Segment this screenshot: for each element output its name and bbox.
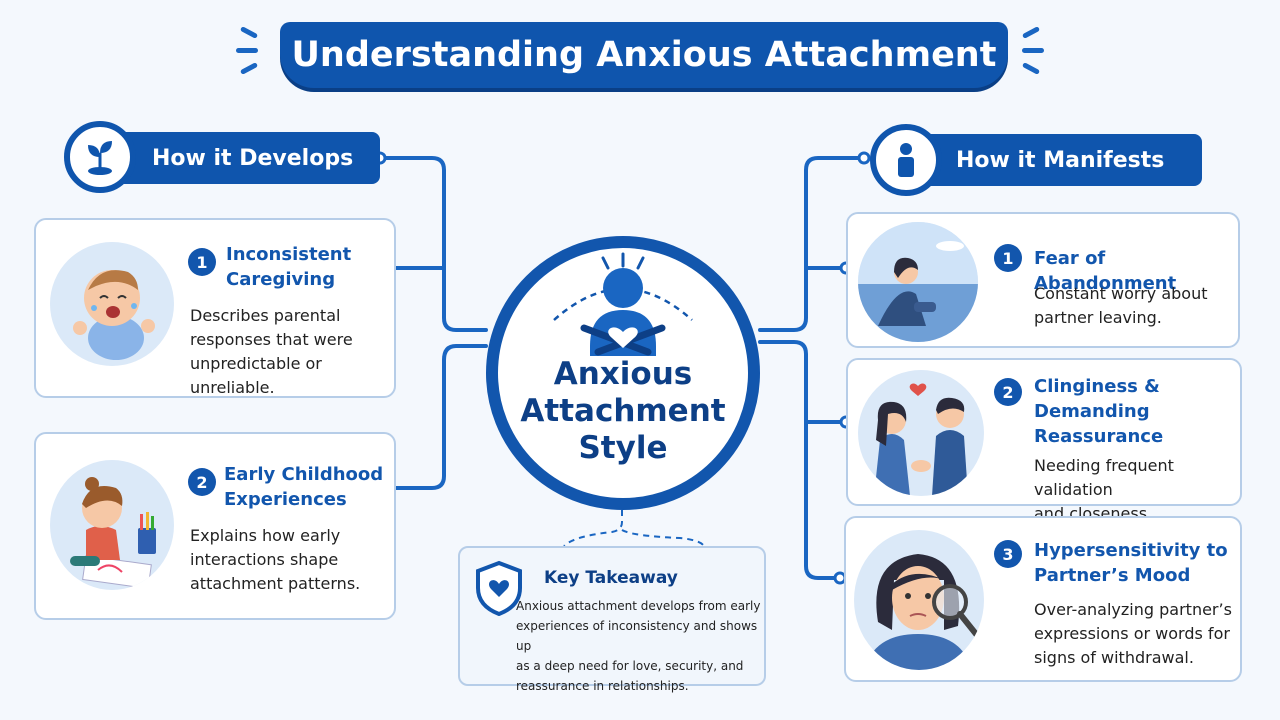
step-number-badge: 1 — [188, 248, 216, 276]
manifests-card-3: 3 Hypersensitivity to Partner’s Mood Ove… — [844, 516, 1242, 682]
couple-holding-hands-illustration — [858, 370, 984, 496]
title-banner: Understanding Anxious Attachment — [280, 22, 1008, 88]
self-hug-heart-icon — [553, 252, 693, 356]
step-number-badge: 2 — [188, 468, 216, 496]
card-title: Clinginess & Demanding Reassurance — [1034, 376, 1164, 447]
card-title: Early Childhood Experiences — [224, 464, 384, 510]
manifests-card-2: 2 Clinginess & Demanding Reassurance Nee… — [846, 358, 1242, 523]
banner-ray — [1022, 48, 1044, 53]
key-takeaway-box: Key Takeaway Anxious attachment develops… — [458, 546, 766, 693]
sprout-icon — [64, 121, 136, 193]
card-title: Inconsistent Caregiving — [226, 244, 352, 290]
card-description: Explains how early interactions shape at… — [190, 526, 361, 593]
card-title: Hypersensitivity to Partner’s Mood — [1034, 540, 1228, 586]
step-number-badge: 1 — [994, 244, 1022, 272]
crying-baby-illustration — [50, 242, 174, 366]
step-number-badge: 3 — [994, 540, 1022, 568]
develops-header: How it Develops — [100, 132, 380, 184]
shield-heart-icon — [476, 560, 522, 616]
lonely-person-sea-illustration — [858, 222, 978, 342]
manifests-card-1: 1 Fear of Abandonment Constant worry abo… — [846, 212, 1240, 348]
develops-card-1: 1 Inconsistent Caregiving Describes pare… — [34, 218, 396, 398]
card-title: Fear of Abandonment — [1034, 248, 1177, 294]
card-description: Describes parental responses that were u… — [190, 306, 353, 397]
person-icon — [870, 124, 942, 196]
central-topic: Anxious Attachment Style — [486, 236, 760, 510]
central-topic-label: Anxious Attachment Style — [520, 356, 726, 466]
person-magnifier-illustration — [854, 530, 984, 670]
banner-ray — [236, 48, 258, 53]
manifests-header: How it Manifests — [904, 134, 1202, 186]
key-takeaway-text: Anxious attachment develops from early e… — [516, 599, 761, 693]
card-description: Constant worry about partner leaving. — [1034, 284, 1208, 327]
develops-header-label: How it Develops — [152, 145, 354, 171]
child-drawing-illustration — [50, 460, 174, 590]
step-number-badge: 2 — [994, 378, 1022, 406]
card-description: Over-analyzing partner’s expressions or … — [1034, 600, 1232, 667]
key-takeaway-title: Key Takeaway — [544, 568, 678, 588]
develops-card-2: 2 Early Childhood Experiences Explains h… — [34, 432, 396, 620]
page-title: Understanding Anxious Attachment — [291, 35, 997, 75]
manifests-header-label: How it Manifests — [956, 147, 1165, 173]
